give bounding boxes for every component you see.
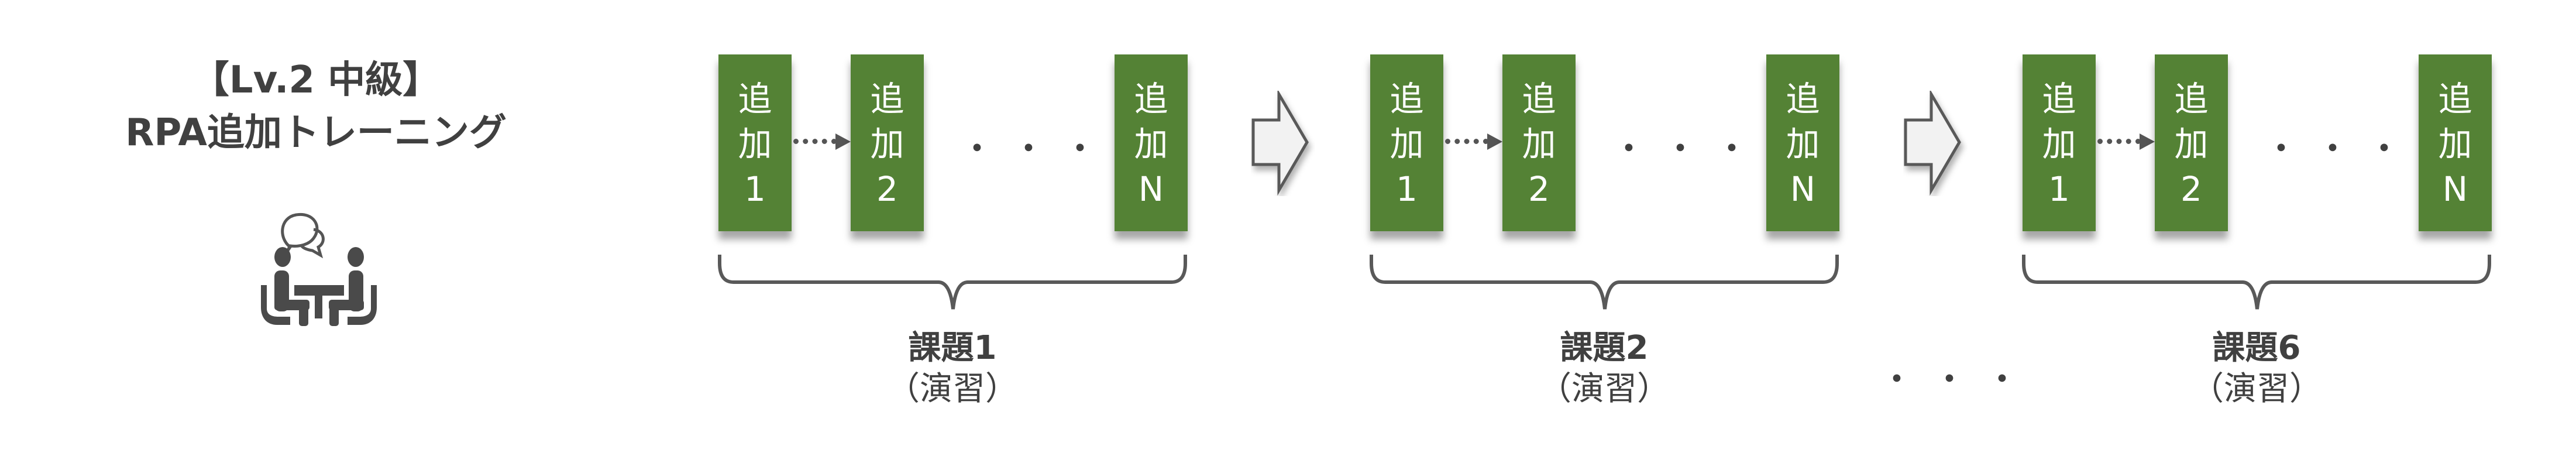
box-char: 加 <box>2174 124 2209 164</box>
box-char: N <box>2442 169 2468 209</box>
box-char: 2 <box>2181 169 2202 209</box>
more-tasks-ellipsis: ・・・ <box>1879 359 2037 400</box>
box-char: 加 <box>738 124 772 164</box>
box-char: 追 <box>1390 79 1424 119</box>
task-label: 課題1（演習） <box>835 328 1069 410</box>
brace <box>1370 255 1839 310</box>
arrow-head-icon <box>2140 133 2155 150</box>
box-char: 1 <box>744 169 766 209</box>
box-char: N <box>1790 169 1816 209</box>
dotted-arrow <box>1445 139 1488 144</box>
box-char: 追 <box>1522 79 1556 119</box>
box-char: 1 <box>2048 169 2070 209</box>
box-char: 1 <box>1396 169 1418 209</box>
add-step-1: 追加 1 <box>718 54 792 231</box>
task-title: 課題1 <box>908 329 997 367</box>
box-char: 追 <box>2174 79 2209 119</box>
box-char: 2 <box>1528 169 1550 209</box>
box-char: 加 <box>870 124 904 164</box>
ellipsis: ・・・ <box>1611 129 1766 170</box>
box-char: 加 <box>2042 124 2076 164</box>
add-step-1: 追加 1 <box>2023 54 2096 231</box>
box-char: 加 <box>1522 124 1556 164</box>
box-char: 追 <box>2042 79 2076 119</box>
dotted-arrow <box>793 139 837 144</box>
box-char: 追 <box>1134 79 1168 119</box>
task-sublabel: （演習） <box>1539 370 1670 408</box>
meeting-icon <box>261 212 377 326</box>
arrow-head-icon <box>835 133 851 150</box>
task-title: 課題2 <box>1560 329 1649 367</box>
course-level: 【Lv.2 中級】 <box>191 59 441 102</box>
box-char: 追 <box>738 79 772 119</box>
task-title: 課題6 <box>2212 329 2301 367</box>
box-char: 加 <box>1134 124 1168 164</box>
task-label: 課題2（演習） <box>1487 328 1721 410</box>
box-char: N <box>1138 169 1164 209</box>
add-step-2: 追加 2 <box>2155 54 2228 231</box>
brace <box>2022 255 2491 310</box>
course-title: 【Lv.2 中級】 RPA追加トレーニング <box>82 54 550 159</box>
next-arrow-icon <box>1904 91 1961 196</box>
box-char: 追 <box>2438 79 2472 119</box>
add-step-2: 追加 2 <box>851 54 924 231</box>
box-char: 追 <box>1786 79 1820 119</box>
dotted-arrow <box>2097 139 2141 144</box>
ellipsis: ・・・ <box>959 129 1114 170</box>
brace <box>718 255 1187 310</box>
next-arrow-icon <box>1251 91 1309 196</box>
task-label: 課題6（演習） <box>2140 328 2374 410</box>
box-char: 加 <box>1786 124 1820 164</box>
add-step-1: 追加 1 <box>1370 54 1443 231</box>
add-step-2: 追加 2 <box>1502 54 1576 231</box>
course-name: RPA追加トレーニング <box>125 111 507 155</box>
ellipsis: ・・・ <box>2264 129 2418 170</box>
box-char: 加 <box>2438 124 2472 164</box>
arrow-head-icon <box>1487 133 1502 150</box>
box-char: 2 <box>876 169 898 209</box>
task-sublabel: （演習） <box>887 370 1018 408</box>
box-char: 加 <box>1390 124 1424 164</box>
box-char: 追 <box>870 79 904 119</box>
task-sublabel: （演習） <box>2191 370 2322 408</box>
